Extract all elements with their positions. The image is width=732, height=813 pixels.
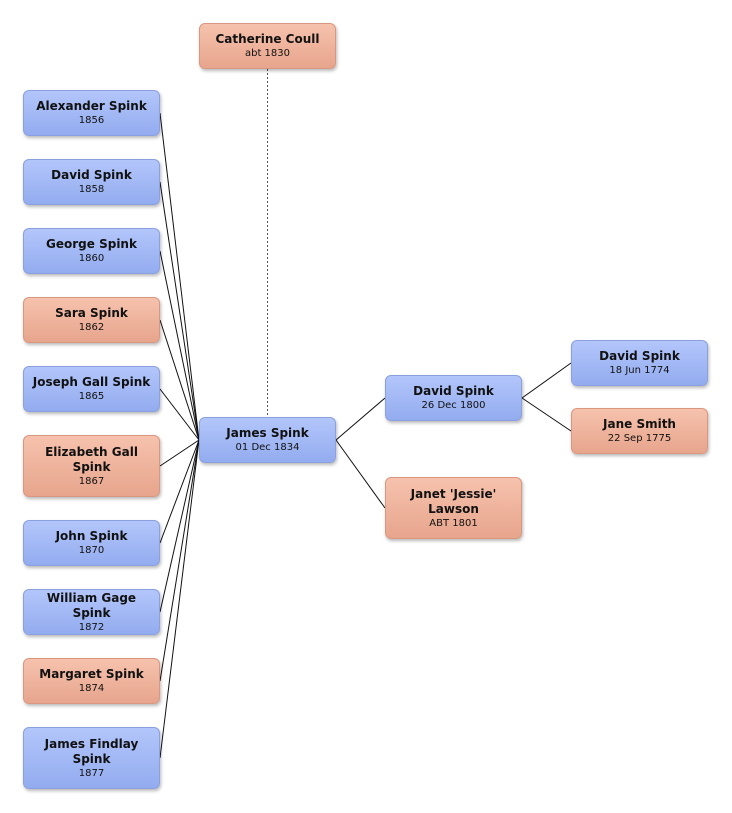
person-card-mother[interactable]: Janet 'Jessie' Lawson ABT 1801 — [385, 477, 522, 539]
child-connector — [159, 439, 200, 467]
child-connector — [159, 319, 200, 441]
person-name: David Spink — [599, 349, 680, 363]
child-connector — [159, 439, 200, 759]
person-name: Joseph Gall Spink — [32, 375, 151, 389]
person-name: David Spink — [51, 168, 132, 182]
person-name: Elizabeth Gall Spink — [45, 444, 138, 474]
person-card-father[interactable]: David Spink 26 Dec 1800 — [385, 375, 522, 421]
person-date: 1856 — [78, 115, 105, 126]
person-card-child[interactable]: William Gage Spink 1872 — [23, 589, 160, 635]
person-card-child[interactable]: George Spink 1860 — [23, 228, 160, 274]
person-date: 1865 — [78, 391, 105, 402]
child-connector — [159, 181, 200, 441]
person-date: 1877 — [78, 767, 105, 779]
person-name: Janet 'Jessie' Lawson — [410, 486, 497, 516]
person-date: 26 Dec 1800 — [421, 400, 486, 411]
person-name: Jane Smith — [603, 417, 676, 431]
person-card-child[interactable]: David Spink 1858 — [23, 159, 160, 205]
person-date: 1870 — [78, 545, 105, 556]
child-connector — [159, 439, 200, 544]
child-connector — [159, 388, 200, 441]
person-name: John Spink — [55, 529, 128, 543]
child-connector — [159, 250, 200, 441]
person-name: James Findlay Spink — [44, 736, 139, 766]
person-name: Margaret Spink — [39, 667, 144, 681]
person-name: George Spink — [46, 237, 137, 251]
person-name: William Gage Spink — [46, 590, 137, 620]
person-card-root[interactable]: James Spink 01 Dec 1834 — [199, 417, 336, 463]
person-name: Sara Spink — [55, 306, 128, 320]
person-date: 1862 — [78, 322, 105, 333]
child-connector — [159, 112, 200, 441]
person-card-child[interactable]: Elizabeth Gall Spink 1867 — [23, 435, 160, 497]
person-card-child[interactable]: James Findlay Spink 1877 — [23, 727, 160, 789]
person-card-paternal-grandfather[interactable]: David Spink 18 Jun 1774 — [571, 340, 708, 386]
person-card-child[interactable]: Margaret Spink 1874 — [23, 658, 160, 704]
person-date: 18 Jun 1774 — [609, 365, 670, 376]
parent-connector — [335, 439, 386, 509]
person-card-child[interactable]: Sara Spink 1862 — [23, 297, 160, 343]
person-card-child[interactable]: John Spink 1870 — [23, 520, 160, 566]
person-card-spouse[interactable]: Catherine Coull abt 1830 — [199, 23, 336, 69]
person-date: 1867 — [78, 475, 105, 487]
person-date: abt 1830 — [244, 48, 291, 59]
person-name: David Spink — [413, 384, 494, 398]
child-connector — [159, 439, 200, 613]
child-connector — [159, 439, 200, 682]
person-name: James Spink — [226, 426, 309, 440]
person-date: ABT 1801 — [429, 517, 478, 529]
person-name: Catherine Coull — [215, 32, 320, 46]
person-date: 01 Dec 1834 — [235, 442, 300, 453]
person-date: 1858 — [78, 184, 105, 195]
person-card-child[interactable]: Alexander Spink 1856 — [23, 90, 160, 136]
person-date: 1872 — [78, 621, 105, 633]
person-date: 1860 — [78, 253, 105, 264]
person-date: 1874 — [78, 683, 105, 694]
person-name: Alexander Spink — [36, 99, 147, 113]
person-date: 22 Sep 1775 — [607, 433, 672, 444]
grandparent-connector — [521, 362, 572, 399]
grandparent-connector — [521, 397, 572, 432]
person-card-paternal-grandmother[interactable]: Jane Smith 22 Sep 1775 — [571, 408, 708, 454]
parent-connector — [335, 397, 386, 441]
person-card-child[interactable]: Joseph Gall Spink 1865 — [23, 366, 160, 412]
